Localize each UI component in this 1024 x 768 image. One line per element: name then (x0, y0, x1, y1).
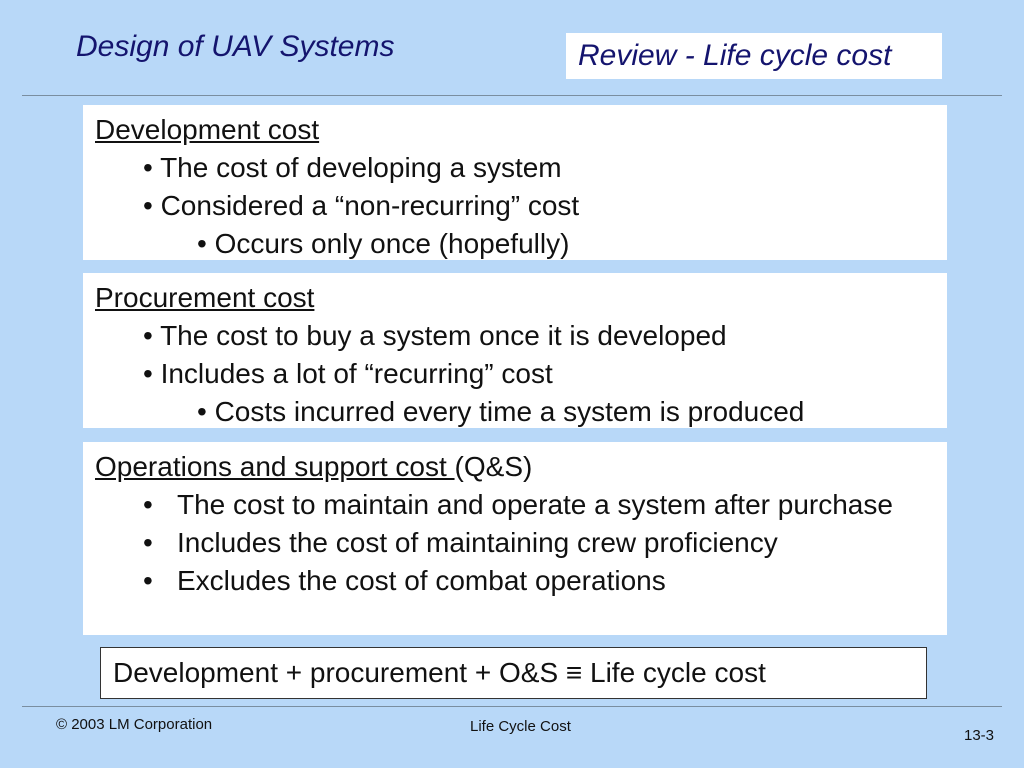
slide-title: Design of UAV Systems (76, 30, 395, 63)
footer-copyright: © 2003 LM Corporation (56, 716, 213, 733)
section-heading-row: Operations and support cost (Q&S) (95, 448, 947, 486)
topic-box: Review - Life cycle cost (566, 33, 942, 79)
bullet-item: • The cost to buy a system once it is de… (143, 320, 727, 351)
bullet-marker: • (143, 527, 153, 558)
bullet-marker: • (143, 565, 153, 596)
section-heading: Procurement cost (95, 282, 315, 313)
bullet-marker: • (143, 489, 153, 520)
section-heading-suffix: (Q&S) (454, 451, 533, 482)
bullet-text: The cost to maintain and operate a syste… (177, 489, 893, 520)
section-heading: Operations and support cost (95, 451, 455, 482)
header-divider (22, 95, 1002, 96)
footer-divider (22, 706, 1002, 707)
footer-title: Life Cycle Cost (470, 718, 571, 735)
sub-bullet-item: • Occurs only once (hopefully) (197, 228, 570, 259)
life-cycle-cost-equation: Development + procurement + O&S ≡ Life c… (100, 647, 927, 699)
bullet-item: • Excludes the cost of combat operations (95, 562, 947, 600)
sub-bullet-item: • Costs incurred every time a system is … (197, 396, 805, 427)
section-heading: Development cost (95, 114, 320, 145)
procurement-cost-card: Procurement cost • The cost to buy a sys… (83, 273, 947, 428)
page-number: 13-3 (964, 727, 995, 744)
bullet-item: • Includes the cost of maintaining crew … (95, 524, 947, 562)
operations-support-cost-card: Operations and support cost (Q&S) • The … (83, 442, 947, 635)
bullet-item: • Includes a lot of “recurring” cost (143, 358, 553, 389)
development-cost-card: Development cost • The cost of developin… (83, 105, 947, 260)
bullet-text: Excludes the cost of combat operations (177, 565, 666, 596)
bullet-item: • The cost to maintain and operate a sys… (95, 486, 947, 524)
bullet-text: Includes the cost of maintaining crew pr… (177, 527, 778, 558)
bullet-item: • Considered a “non-recurring” cost (143, 190, 580, 221)
bullet-item: • The cost of developing a system (143, 152, 562, 183)
